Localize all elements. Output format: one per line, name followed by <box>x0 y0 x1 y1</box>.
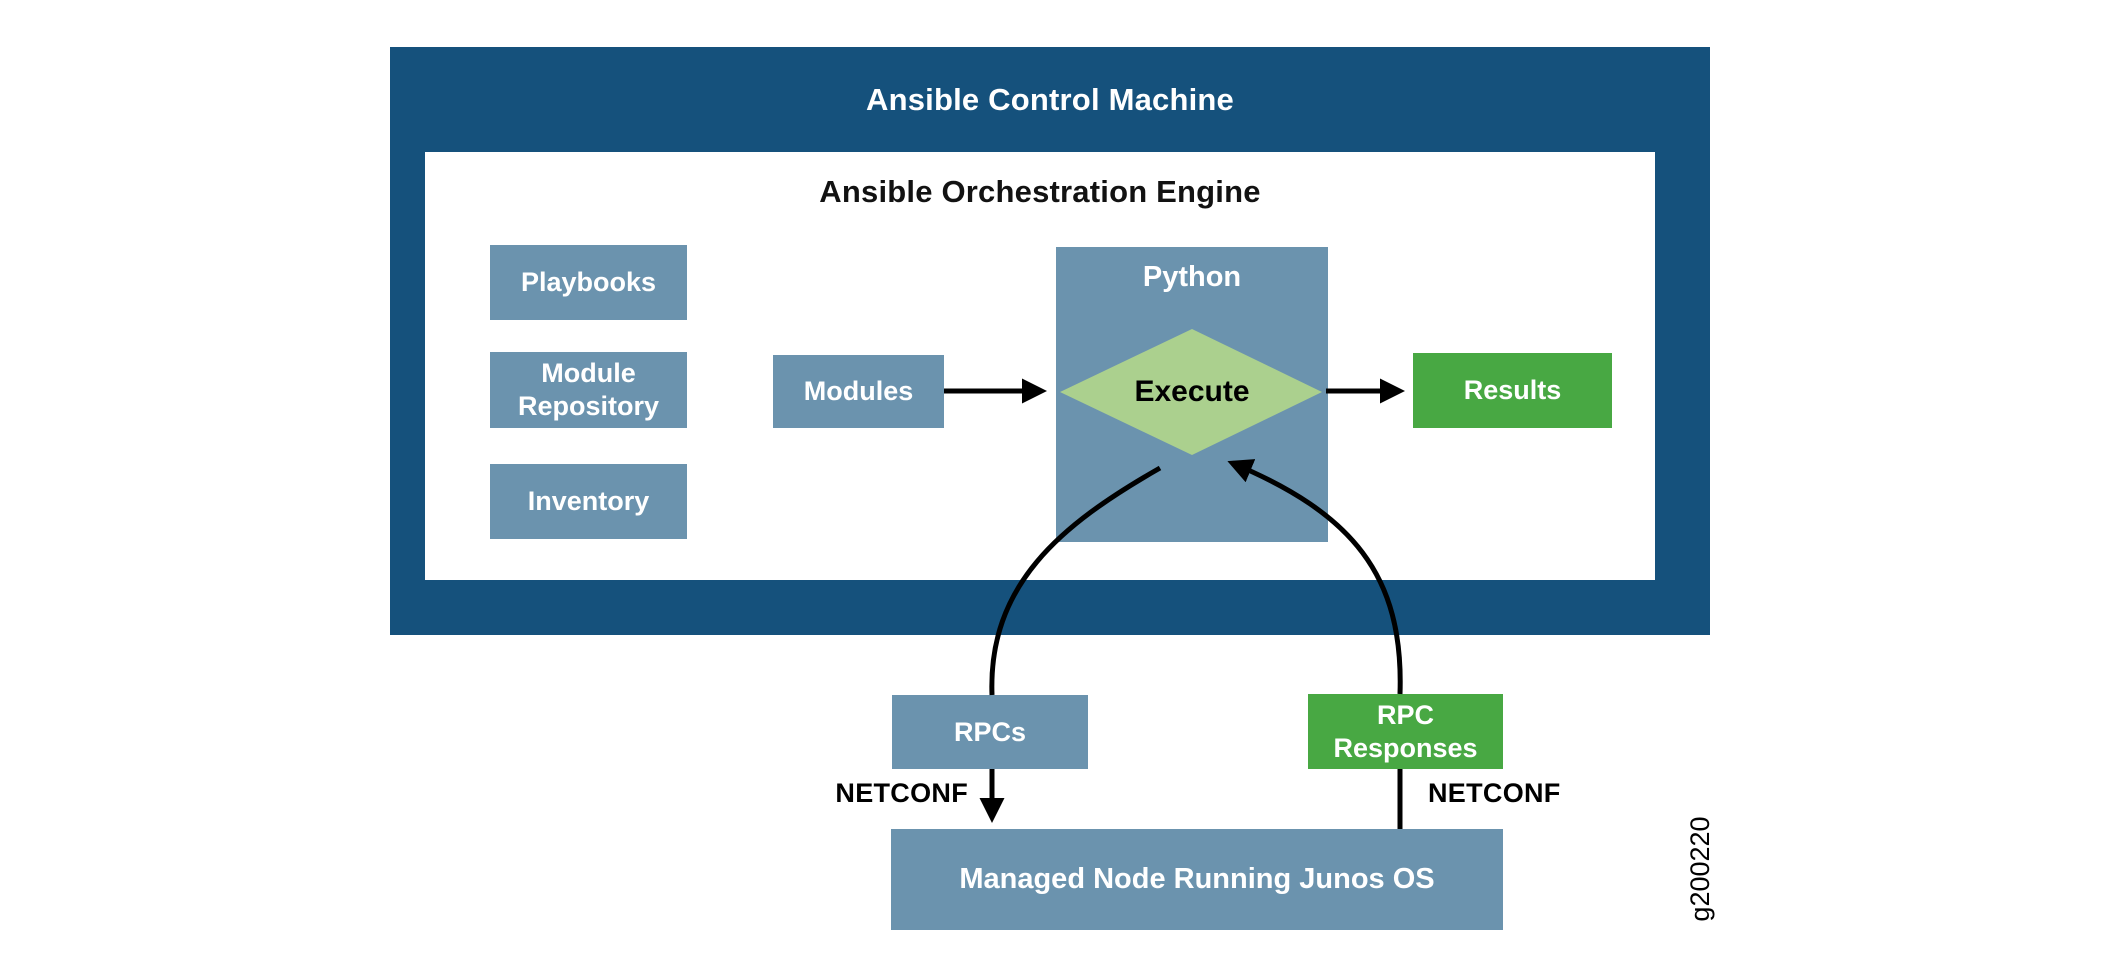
node-managed-node: Managed Node Running Junos OS <box>891 829 1503 930</box>
node-module-repository: Module Repository <box>490 352 687 428</box>
netconf-label-left: NETCONF <box>835 778 968 808</box>
netconf-label-right: NETCONF <box>1428 778 1561 808</box>
ansible-control-machine-title: Ansible Control Machine <box>865 82 1235 117</box>
node-playbooks: Playbooks <box>490 245 687 320</box>
node-inventory: Inventory <box>490 464 687 539</box>
execute-label: Execute <box>1134 375 1250 408</box>
node-modules: Modules <box>773 355 944 428</box>
node-rpcs: RPCs <box>892 695 1088 769</box>
node-rpc-responses: RPC Responses <box>1308 694 1503 769</box>
node-results: Results <box>1413 353 1612 428</box>
orchestration-engine-title: Ansible Orchestration Engine <box>819 174 1261 209</box>
figure-id: g200220 <box>1685 816 1715 922</box>
